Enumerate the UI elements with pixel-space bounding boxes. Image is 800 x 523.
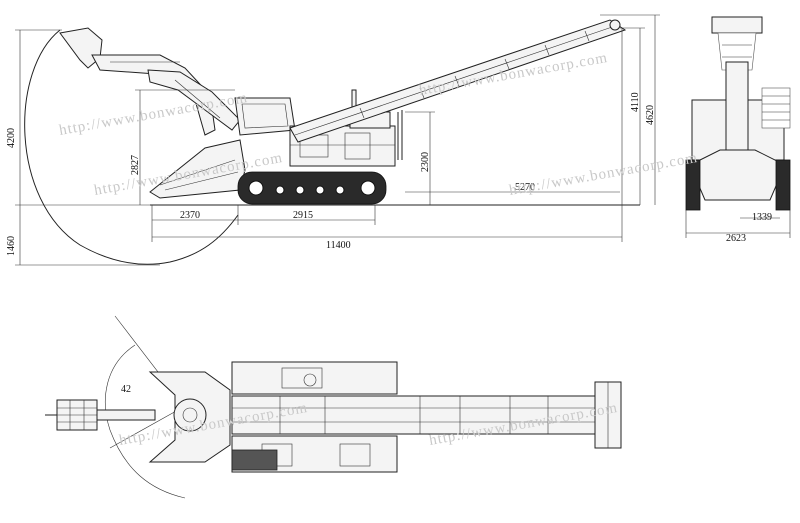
boom (147, 69, 241, 131)
top-conveyor-ribs (279, 396, 549, 434)
dim-conveyor-discharge-height: 4110 (630, 92, 641, 112)
dig-range-arc (24, 29, 239, 265)
front-apron (689, 149, 786, 201)
track-rollers (248, 180, 376, 196)
dim-track-gauge: 1339 (752, 212, 772, 223)
dim-below-ground: 1460 (6, 236, 17, 256)
dim-total-height: 4620 (645, 105, 656, 125)
dim-overall-width: 2623 (726, 233, 746, 244)
front-view (685, 16, 791, 238)
side-dimensions (15, 14, 660, 266)
top-track-lower (231, 449, 278, 471)
conveyor-head-pulley (609, 19, 621, 31)
conveyor (289, 19, 627, 143)
top-view (45, 315, 622, 499)
loading-apron (149, 139, 246, 199)
crawler-track (237, 171, 387, 205)
dim-overall-length: 11400 (326, 240, 351, 251)
dim-overall-height: 4200 (6, 128, 17, 148)
front-radiator-grid (761, 87, 791, 129)
dim-swing-angle: 42 (121, 384, 131, 395)
top-arm (96, 409, 156, 421)
conveyor-ribs (359, 30, 590, 119)
front-track-left (685, 159, 701, 211)
dim-conveyor-support-height: 2300 (420, 152, 431, 172)
front-conveyor (717, 32, 757, 71)
dim-front-length: 2370 (180, 210, 200, 221)
swing-arc (105, 315, 186, 499)
dim-conveyor-length: 5270 (515, 182, 535, 193)
front-track-right (775, 159, 791, 211)
dim-track-length: 2915 (293, 210, 313, 221)
top-body-upper (231, 361, 398, 395)
front-conveyor-head (711, 16, 763, 34)
top-turntable (173, 398, 207, 432)
watermark-4: http://www.bonwacorp.com (508, 150, 699, 199)
side-view (15, 14, 660, 266)
front-mast (725, 61, 749, 163)
dim-arm-height: 2827 (130, 155, 141, 175)
